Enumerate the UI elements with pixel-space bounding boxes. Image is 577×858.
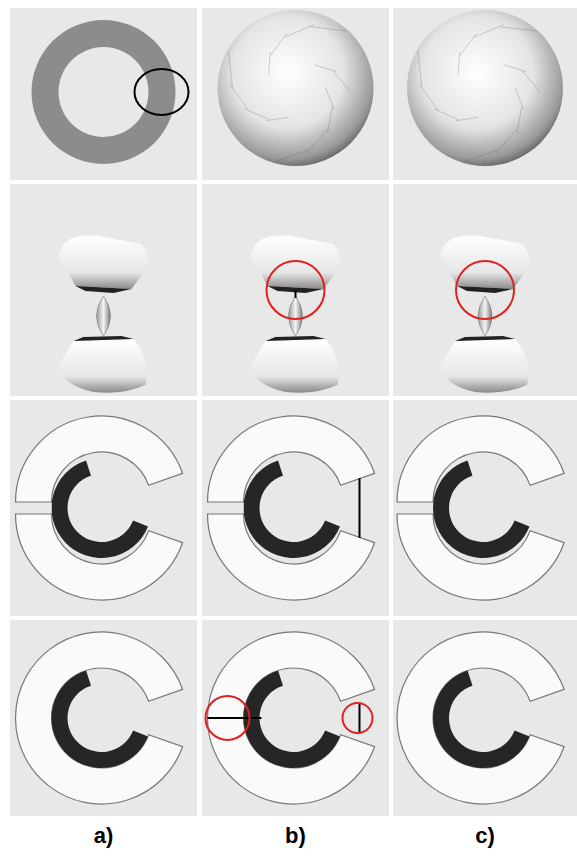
column-label: a) [94,823,114,849]
cell-ground [393,184,577,396]
cell-ground [202,620,389,816]
highlight-circle [206,696,250,740]
cell-ground [202,8,389,180]
highlight-circle [456,261,514,319]
c-split-render [208,416,375,600]
c-render [206,632,375,804]
cell-ground [393,8,577,180]
sphere-render [407,10,563,166]
cell-ground [10,8,197,180]
sphere-render [218,10,374,166]
split-render [440,235,529,392]
column-label: b) [285,823,306,849]
selection-ellipse [135,69,189,115]
cell-ground [10,400,197,616]
c-render [397,632,564,804]
c-render [16,632,183,804]
ring-slice [32,20,189,164]
split-render [251,235,340,392]
c-split-render [397,416,564,600]
cell-ground [10,620,197,816]
highlight-circle [267,261,325,319]
highlight-circle [343,703,373,733]
cell-grounds [10,8,577,816]
cell-ground [393,400,577,616]
split-render [59,235,148,392]
cell-ground [202,400,389,616]
column-label: c) [475,823,495,849]
c-split-render [16,416,183,600]
cell-ground [202,184,389,396]
cell-ground [393,620,577,816]
cell-ground [10,184,197,396]
